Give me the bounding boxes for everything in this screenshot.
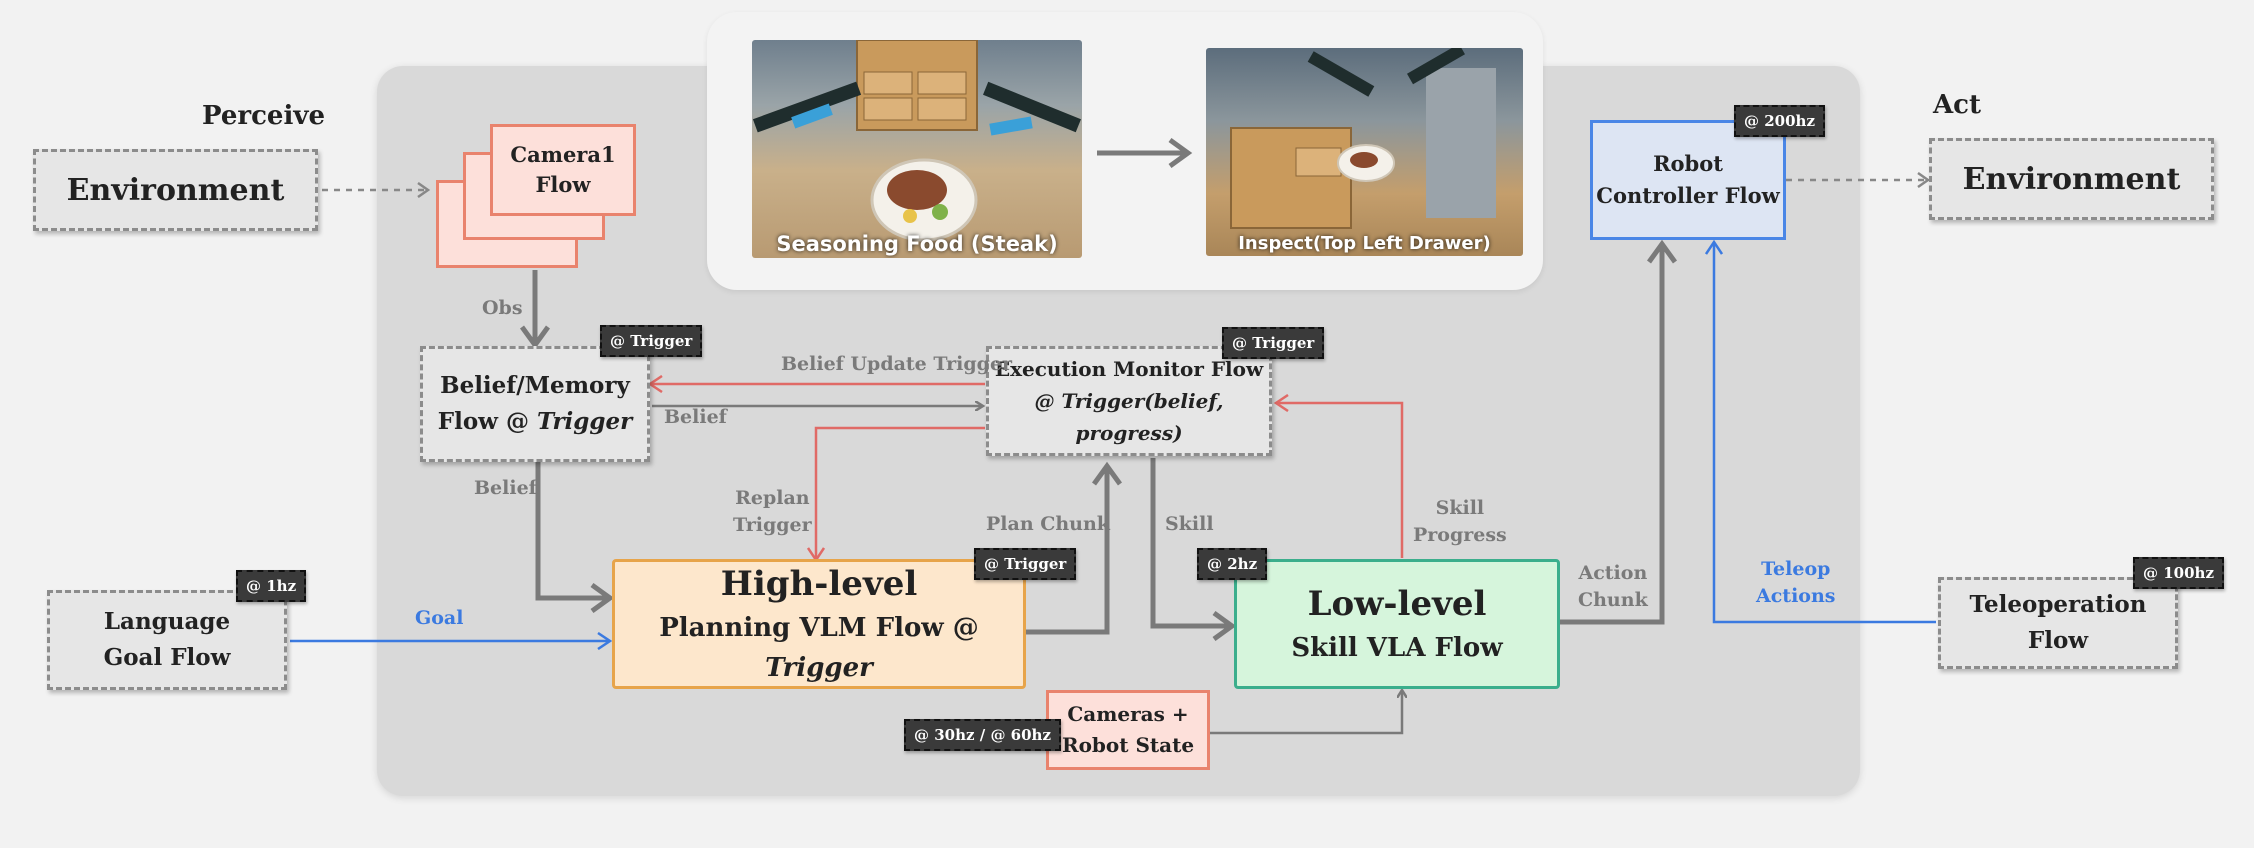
belief-memory-line2: Flow @ Trigger xyxy=(437,408,633,435)
belief-right-label: Belief xyxy=(664,406,727,428)
execution-monitor-box: Execution Monitor Flow @ Trigger(belief,… xyxy=(986,346,1272,456)
camera-flow-line1: Camera1 xyxy=(510,142,616,167)
cameras-state-tag: @ 30hz / @ 60hz xyxy=(904,719,1061,751)
low-level-line1: Low-level xyxy=(1307,584,1487,624)
high-level-box: High-level Planning VLM Flow @ Trigger xyxy=(612,559,1026,689)
camera-flow-box: Camera1 Flow xyxy=(490,124,636,216)
cameras-state-line2: Robot State xyxy=(1061,733,1195,757)
belief-memory-tag: @ Trigger xyxy=(600,325,703,357)
execution-monitor-line2: @ Trigger(belief, progress) xyxy=(1034,389,1224,445)
cameras-state-box: Cameras + Robot State xyxy=(1046,690,1210,770)
photo-right-caption: Inspect(Top Left Drawer) xyxy=(1238,233,1491,254)
language-goal-box: Language Goal Flow xyxy=(47,590,287,690)
robot-controller-line2: Controller Flow xyxy=(1596,183,1780,208)
low-level-line2: Skill VLA Flow xyxy=(1291,633,1503,663)
steak-scene-icon xyxy=(752,40,1081,242)
environment-right: Environment xyxy=(1929,138,2214,220)
high-level-tag: @ Trigger xyxy=(974,548,1077,580)
teleoperation-line1: Teleoperation xyxy=(1969,591,2147,618)
skill-progress-arrow xyxy=(1276,403,1404,558)
plan-chunk-label: Plan Chunk xyxy=(986,513,1110,535)
belief-to-highlevel-arrow xyxy=(535,462,610,598)
teleoperation-box: Teleoperation Flow xyxy=(1938,577,2178,669)
cameras-state-line1: Cameras + xyxy=(1067,702,1189,726)
belief-memory-box: Belief/Memory Flow @ Trigger xyxy=(420,346,650,462)
skill-label: Skill xyxy=(1165,513,1214,535)
environment-right-label: Environment xyxy=(1962,161,2181,197)
robot-controller-tag: @ 200hz xyxy=(1734,105,1825,137)
teleop-actions-arrow xyxy=(1714,242,1936,624)
obs-label: Obs xyxy=(482,297,523,319)
belief-down-label: Belief xyxy=(474,477,537,499)
high-level-line2: Planning VLM Flow @ Trigger xyxy=(659,613,979,683)
skill-arrow xyxy=(1150,458,1232,626)
execution-monitor-tag: @ Trigger xyxy=(1222,327,1325,359)
photo-seasoning-steak: Seasoning Food (Steak) xyxy=(752,40,1082,258)
action-chunk-arrow xyxy=(1560,244,1662,625)
cameras-state-arrow xyxy=(1210,691,1402,735)
belief-memory-line1: Belief/Memory xyxy=(440,372,630,399)
photo-inspect-drawer: Inspect(Top Left Drawer) xyxy=(1206,48,1523,256)
execution-monitor-line1: Execution Monitor Flow xyxy=(994,357,1264,381)
high-level-line1: High-level xyxy=(720,564,918,604)
robot-controller-box: Robot Controller Flow xyxy=(1590,120,1786,240)
goal-label: Goal xyxy=(415,607,464,629)
drawer-scene-icon xyxy=(1230,48,1496,229)
photo-left-caption: Seasoning Food (Steak) xyxy=(776,232,1058,256)
act-heading: Act xyxy=(1933,90,1982,120)
teleoperation-tag: @ 100hz xyxy=(2133,557,2224,589)
plan-chunk-arrow xyxy=(1026,466,1107,635)
replan-trigger-arrow xyxy=(816,426,985,560)
perceive-heading: Perceive xyxy=(202,101,325,131)
language-goal-line1: Language xyxy=(103,608,231,635)
teleoperation-line2: Flow xyxy=(2027,627,2089,654)
language-goal-tag: @ 1hz xyxy=(236,570,307,602)
low-level-tag: @ 2hz xyxy=(1197,548,1268,580)
camera-flow-line2: Flow xyxy=(535,172,591,197)
robot-controller-line1: Robot xyxy=(1653,151,1723,176)
environment-left-label: Environment xyxy=(66,172,285,208)
environment-left: Environment xyxy=(33,149,318,231)
belief-update-trigger-label: Belief Update Trigger xyxy=(781,353,1013,375)
low-level-box: Low-level Skill VLA Flow xyxy=(1234,559,1560,689)
language-goal-line2: Goal Flow xyxy=(103,644,231,671)
